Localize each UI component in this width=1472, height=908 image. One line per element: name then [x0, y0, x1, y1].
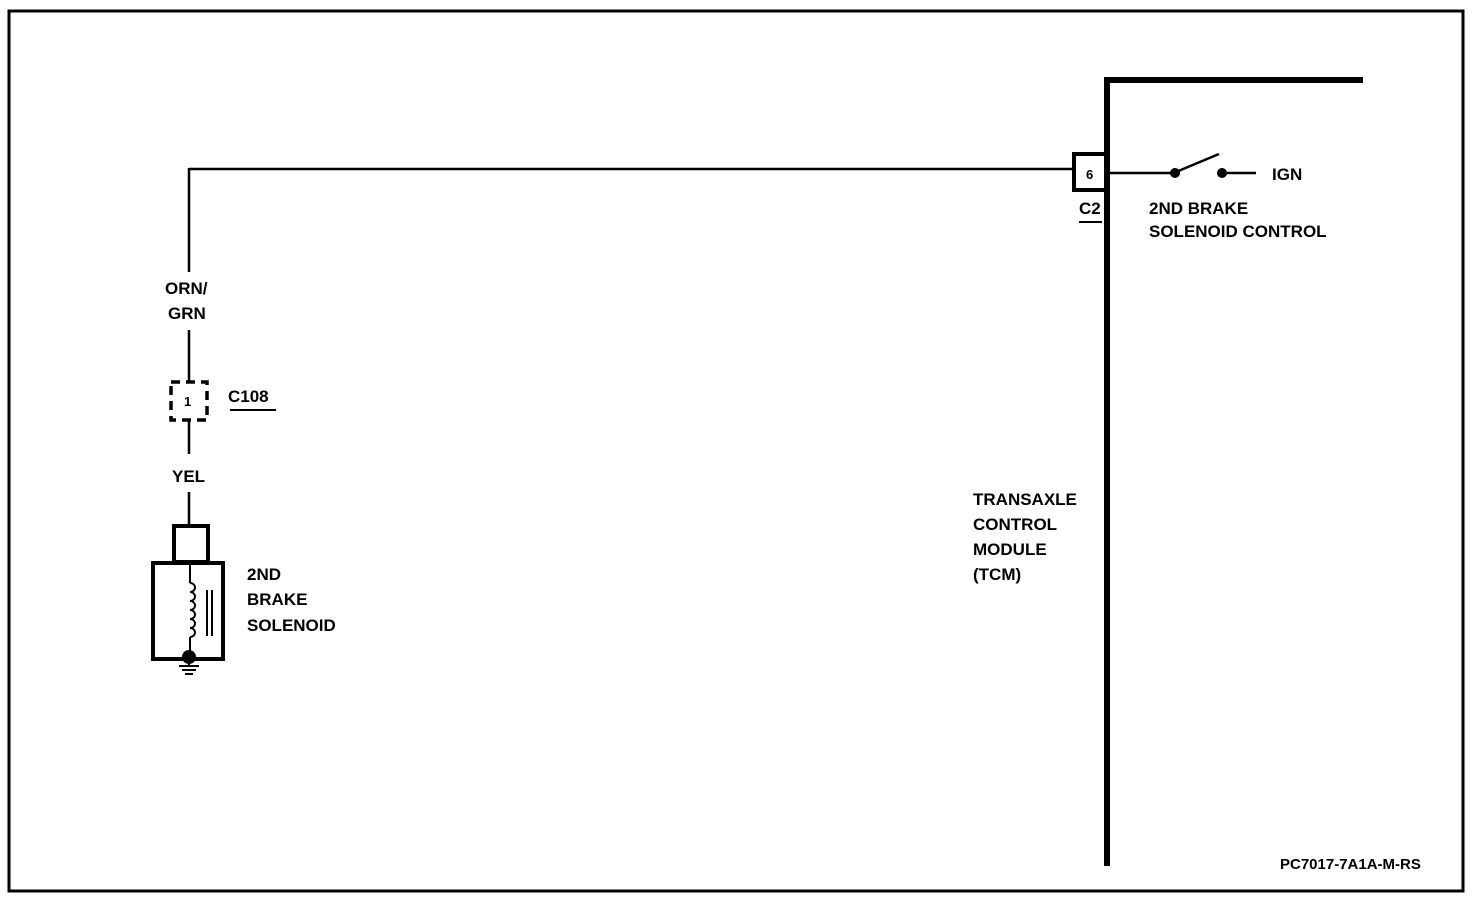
switch-blade	[1175, 152, 1220, 174]
module-label-line3: MODULE	[973, 540, 1047, 559]
wire-color-lower: YEL	[172, 467, 205, 486]
module-label-line2: CONTROL	[973, 515, 1057, 534]
tcm-boundary	[1104, 77, 1363, 866]
coil-icon	[189, 582, 196, 638]
wire-color-upper-line1: ORN/	[165, 279, 208, 298]
solenoid-label-line3: SOLENOID	[247, 616, 336, 635]
connector-c2-label: C2	[1079, 199, 1101, 218]
module-label-line1: TRANSAXLE	[973, 490, 1077, 509]
ground-node	[182, 650, 196, 664]
signal-wire-orn-grn	[187, 167, 1075, 382]
switch-contact-left	[1170, 168, 1180, 178]
switch-label-line1: 2ND BRAKE	[1149, 199, 1248, 218]
module-label-line4: (TCM)	[973, 565, 1021, 584]
connector-c108-pin: 1	[184, 394, 191, 409]
connector-c2: 6	[1072, 152, 1108, 192]
connector-c108: 1	[169, 380, 209, 422]
ground-icon	[179, 660, 199, 675]
ignition-supply-label: IGN	[1272, 165, 1302, 184]
switch-label-line2: SOLENOID CONTROL	[1149, 222, 1327, 241]
solenoid-symbol	[151, 524, 225, 675]
connector-c2-pin: 6	[1086, 167, 1093, 182]
wire-color-upper-line2: GRN	[168, 304, 206, 323]
solenoid-label-line1: 2ND	[247, 565, 281, 584]
control-switch	[1110, 152, 1256, 178]
connector-c108-label: C108	[228, 387, 269, 406]
diagram-frame	[7, 9, 1465, 893]
figure-code: PC7017-7A1A-M-RS	[1280, 856, 1421, 873]
solenoid-label-line2: BRAKE	[247, 590, 307, 609]
